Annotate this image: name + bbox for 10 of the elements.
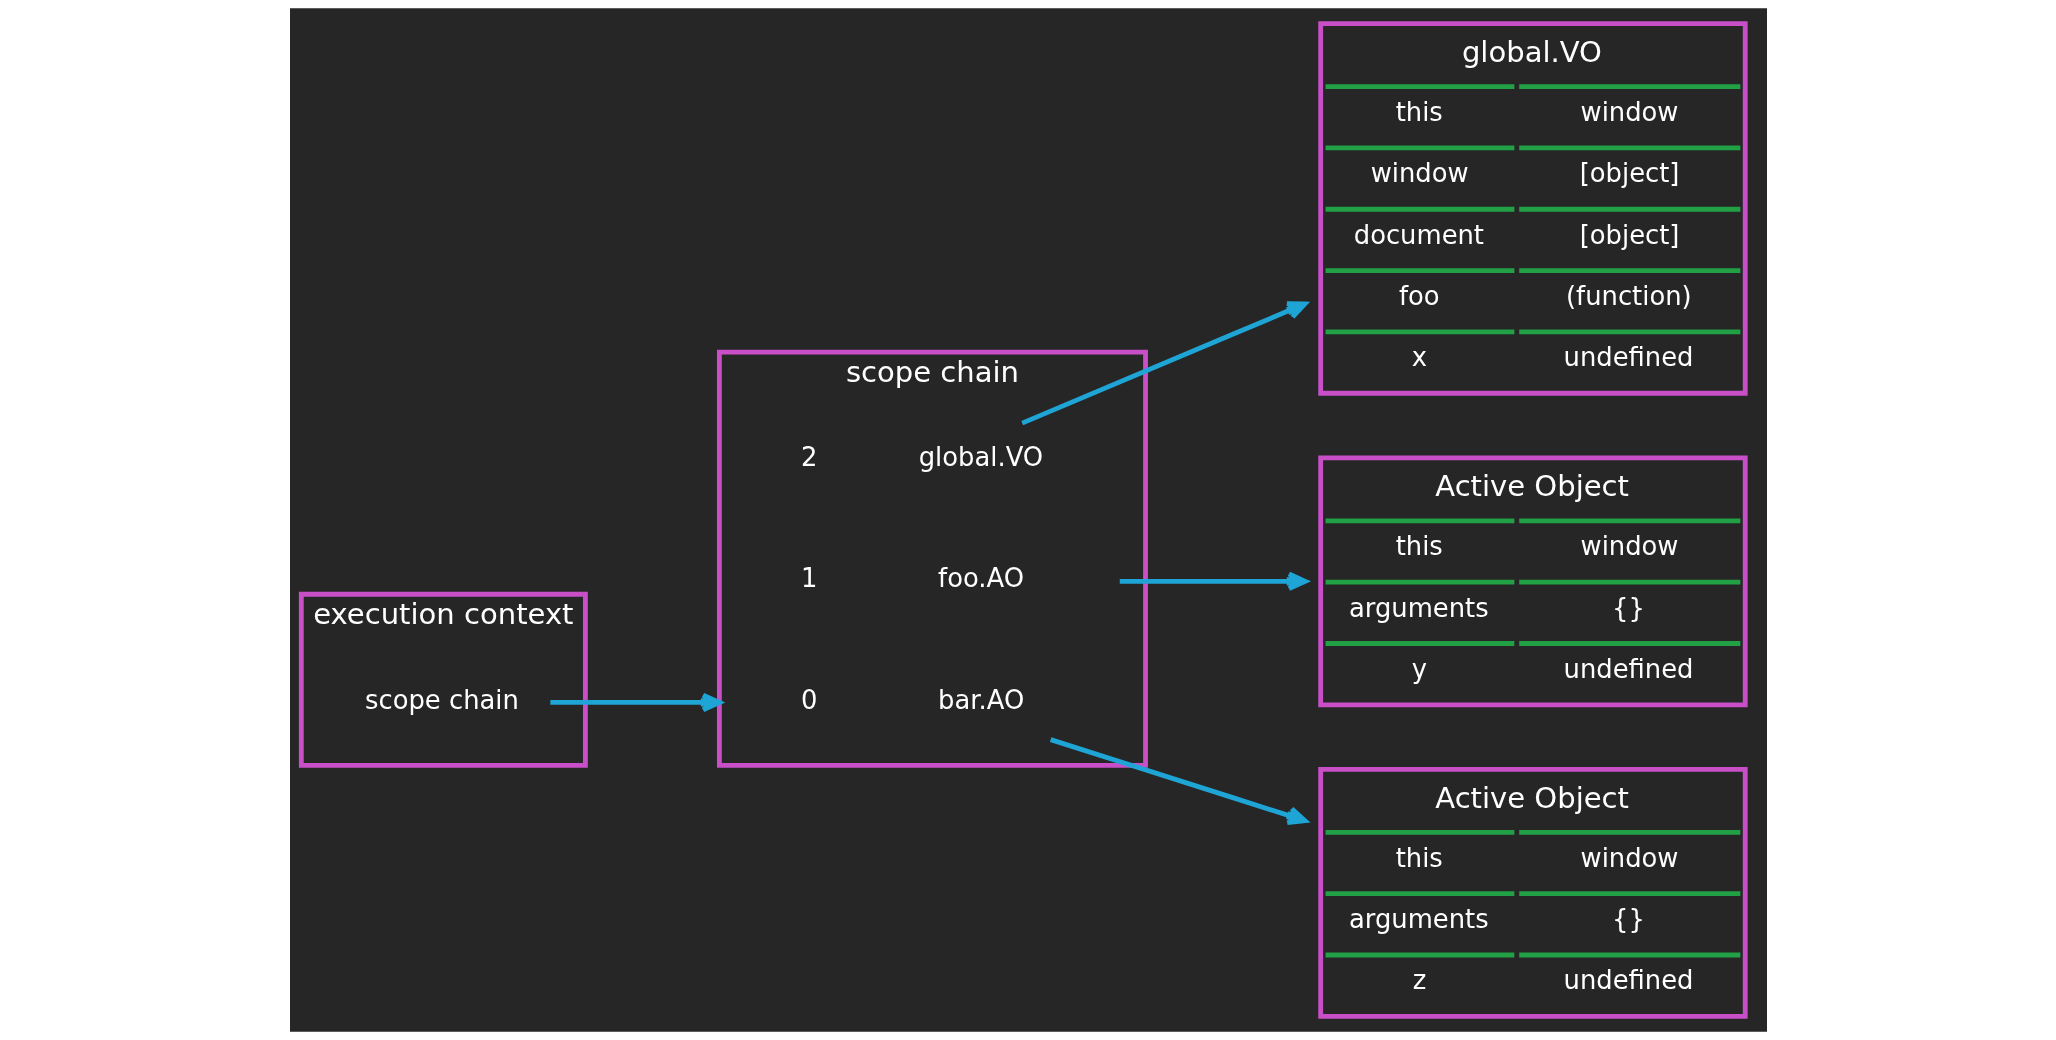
node-text: 2 global.VO	[800, 442, 1043, 473]
arrow	[1119, 571, 1308, 591]
node-box: global.VO this window window [object] document [object] foo (function) x undefined	[1317, 21, 1748, 396]
node-box: Active Object this window arguments {} y undefined	[1317, 455, 1748, 708]
node-text: 0 bar.AO	[800, 684, 1024, 715]
arrow	[1020, 301, 1307, 426]
node-text: 1 foo.AO	[800, 563, 1024, 594]
node-box: Active Object this window arguments {} z undefined	[1317, 767, 1748, 1019]
arrow	[549, 692, 722, 713]
node-text: scope chain	[364, 684, 519, 715]
